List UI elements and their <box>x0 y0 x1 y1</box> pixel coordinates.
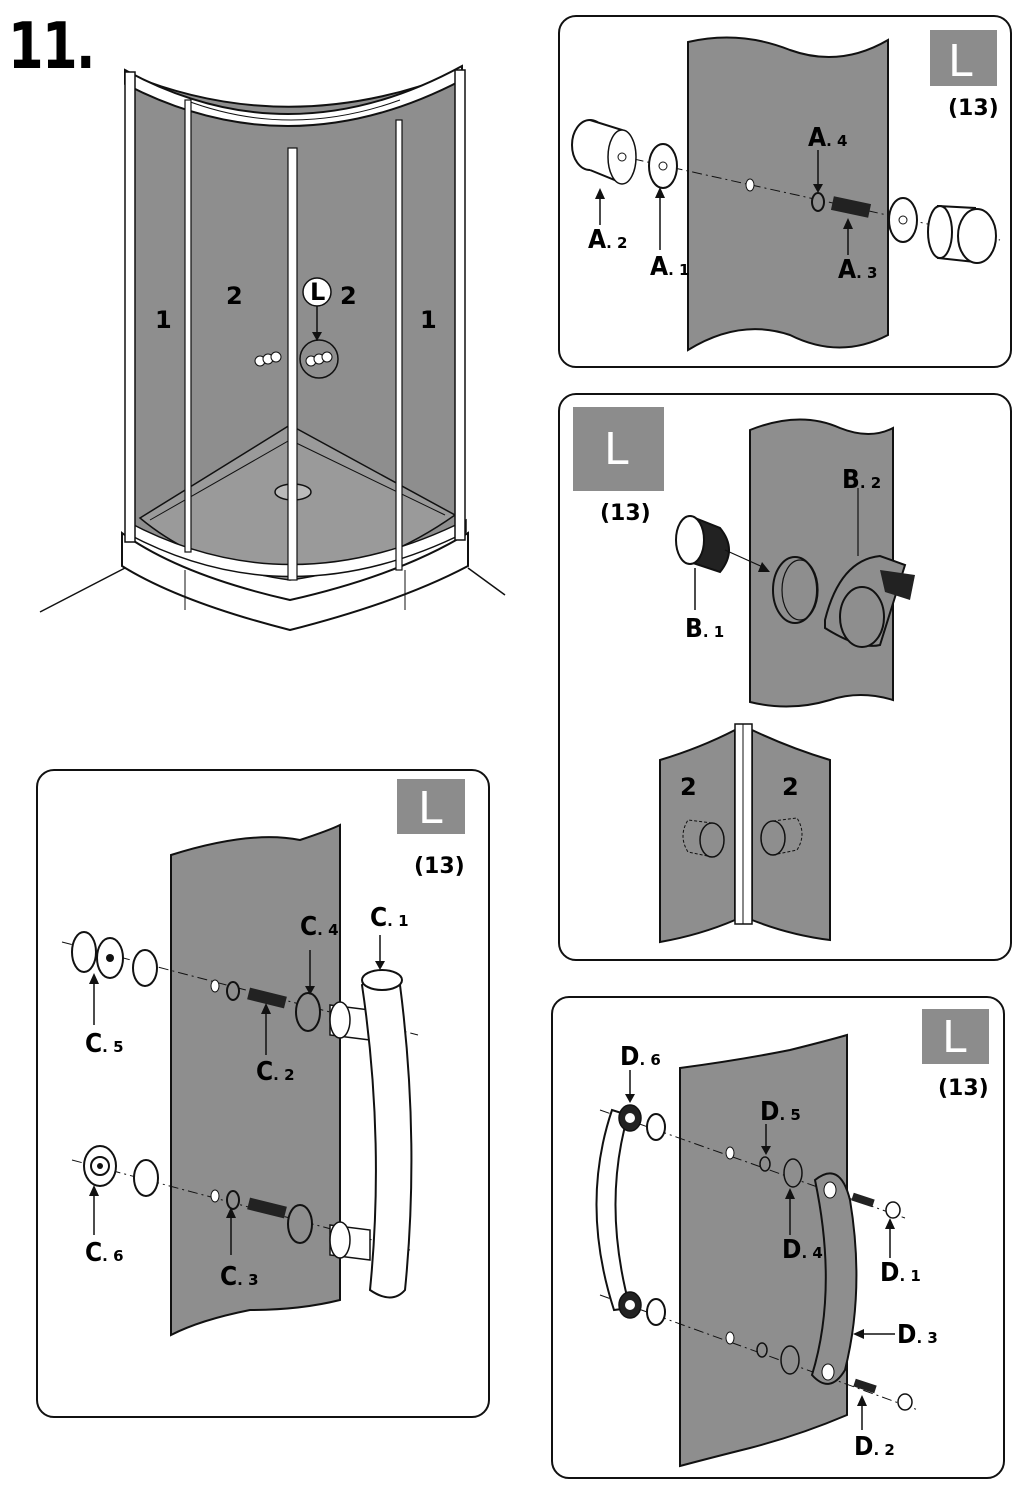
part-c2-bolt <box>247 987 287 1009</box>
part-c6-cap <box>83 1145 159 1197</box>
part-label-a4-id: A <box>808 123 826 153</box>
svg-text:D. 5: D. 5 <box>760 1097 801 1127</box>
part-label-a2-num: 2 <box>617 234 627 252</box>
part-label-d4-id: D <box>782 1235 801 1265</box>
part-b2-magnet <box>824 554 915 648</box>
part-d6-outer-handle <box>595 1104 642 1319</box>
panel-label-fixed-left: 1 <box>155 306 172 334</box>
part-label-b2-id: B <box>842 465 860 495</box>
part-label-b2-num: 2 <box>871 474 881 492</box>
svg-text:D. 2: D. 2 <box>854 1432 895 1462</box>
part-label-c1-num: 1 <box>398 912 408 930</box>
part-d4-washer <box>783 1158 803 1188</box>
part-label-a1-id: A <box>650 252 668 282</box>
part-b1-plug <box>675 515 730 574</box>
part-label-c4-num: 4 <box>328 921 338 939</box>
part-label-d6-id: D <box>620 1042 639 1072</box>
part-label-d6-num: 6 <box>650 1051 660 1069</box>
badge-letter-d: L <box>942 1012 967 1063</box>
closed-doors-view <box>659 723 831 944</box>
part-label-a3-id: A <box>838 255 856 285</box>
part-label-d2-id: D <box>854 1432 873 1462</box>
detail-marker-l: L <box>310 278 325 306</box>
panel-label-door-left: 2 <box>226 282 243 310</box>
svg-text:D. 6: D. 6 <box>620 1042 661 1072</box>
svg-text:B. 2: B. 2 <box>842 465 881 495</box>
svg-text:C. 3: C. 3 <box>220 1262 259 1292</box>
part-label-d3-num: 3 <box>927 1329 937 1347</box>
part-label-a1-num: 1 <box>679 261 689 279</box>
svg-text:B. 1: B. 1 <box>685 614 724 644</box>
svg-text:A. 3: A. 3 <box>838 255 877 285</box>
panel-label-door-right: 2 <box>340 282 357 310</box>
part-label-d5-num: 5 <box>790 1106 800 1124</box>
part-d1-cap <box>885 1201 901 1219</box>
part-label-d3-id: D <box>897 1320 916 1350</box>
svg-text:D. 3: D. 3 <box>897 1320 938 1350</box>
part-label-c3-id: C <box>220 1262 237 1292</box>
svg-text:A. 4: A. 4 <box>808 123 847 153</box>
knob-detail <box>254 277 339 379</box>
badge-letter-c: L <box>418 783 443 834</box>
part-label-c1-id: C <box>370 903 387 933</box>
part-c5-cap <box>71 931 158 987</box>
badge-letter-a: L <box>948 36 973 87</box>
badge-ref-a: (13) <box>948 96 999 121</box>
svg-text:C. 5: C. 5 <box>85 1029 124 1059</box>
badge-ref-d: (13) <box>938 1076 989 1101</box>
part-label-c5-num: 5 <box>113 1038 123 1056</box>
part-label-c2-id: C <box>256 1057 273 1087</box>
part-label-d1-id: D <box>880 1258 899 1288</box>
part-label-c3-num: 3 <box>248 1271 258 1289</box>
svg-text:C. 1: C. 1 <box>370 903 409 933</box>
part-label-c6-id: C <box>85 1238 102 1268</box>
part-label-a4-num: 4 <box>837 132 847 150</box>
part-d3-inner-handle <box>810 1172 858 1385</box>
panel-label-fixed-right: 1 <box>420 306 437 334</box>
part-label-b1-id: B <box>685 614 703 644</box>
part-label-d5-id: D <box>760 1097 779 1127</box>
part-d5-bush <box>759 1156 771 1172</box>
part-c4-washer <box>295 992 321 1032</box>
part-label-c2-num: 2 <box>284 1066 294 1084</box>
part-label-b1-num: 1 <box>714 623 724 641</box>
part-label-d1-num: 1 <box>910 1267 920 1285</box>
part-d2-screw <box>851 1192 875 1208</box>
svg-text:C. 6: C. 6 <box>85 1238 124 1268</box>
part-label-c6-num: 6 <box>113 1247 123 1265</box>
svg-text:A. 1: A. 1 <box>650 252 689 282</box>
badge-ref-c: (13) <box>414 854 465 879</box>
door-label-right: 2 <box>782 773 799 801</box>
part-a2-cap <box>571 119 637 185</box>
badge-ref-b: (13) <box>600 501 651 526</box>
svg-text:D. 1: D. 1 <box>880 1258 921 1288</box>
svg-text:A. 2: A. 2 <box>588 225 627 255</box>
part-c3-bush <box>226 1190 240 1210</box>
svg-text:C. 4: C. 4 <box>300 912 339 942</box>
part-label-a2-id: A <box>588 225 606 255</box>
part-a3-bolt <box>830 196 872 218</box>
badge-letter-b: L <box>604 424 629 475</box>
part-c1-handle <box>329 969 413 1299</box>
svg-text:C. 2: C. 2 <box>256 1057 295 1087</box>
part-label-d4-num: 4 <box>812 1244 822 1262</box>
step-number: 11. <box>8 10 96 84</box>
part-label-a3-num: 3 <box>867 264 877 282</box>
part-label-d2-num: 2 <box>884 1441 894 1459</box>
svg-text:D. 4: D. 4 <box>782 1235 823 1265</box>
part-label-c4-id: C <box>300 912 317 942</box>
door-label-left: 2 <box>680 773 697 801</box>
part-label-c5-id: C <box>85 1029 102 1059</box>
